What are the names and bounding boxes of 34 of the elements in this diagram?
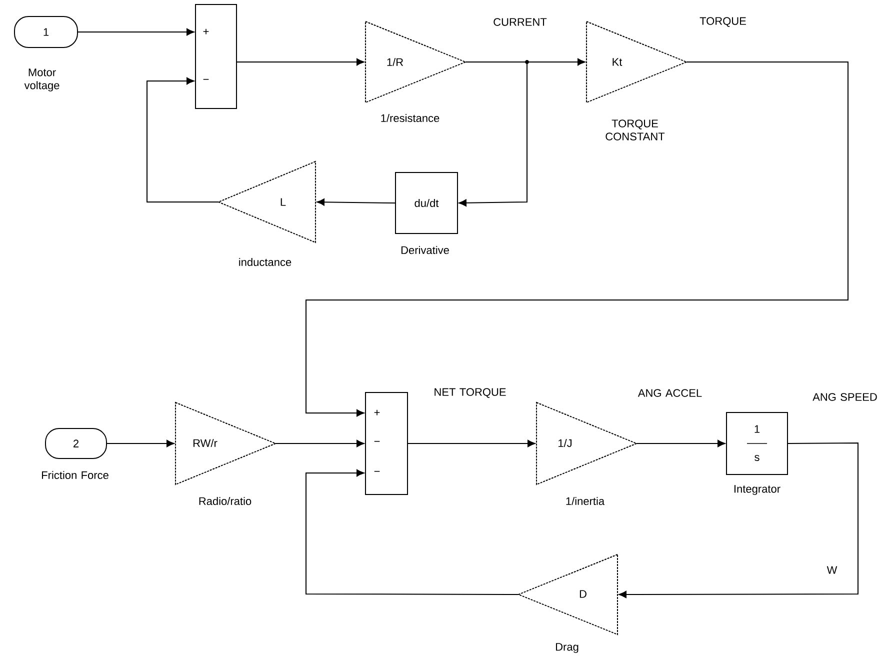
sum-block: + − − — [365, 392, 408, 495]
signal-line — [77, 28, 194, 36]
signal-label: W — [826, 566, 838, 574]
signal-label: ANG ACCEL — [638, 389, 702, 397]
block-label: Radio/ratio — [199, 496, 252, 506]
signal-line — [306, 62, 848, 417]
signal-label: NET TORQUE — [434, 388, 506, 398]
derivative-block: du/dt — [395, 172, 458, 234]
block-label: 1/resistance — [381, 114, 440, 122]
signal-label: ANG SPEED — [812, 393, 877, 401]
signal-line — [275, 440, 364, 448]
signal-line — [146, 77, 219, 202]
sum-block: + − — [195, 4, 237, 109]
signal-line — [407, 440, 536, 448]
integrator-block: 1 s — [726, 412, 788, 475]
signal-line — [636, 440, 726, 448]
signal-line — [306, 469, 519, 595]
inport-block: 1 — [14, 16, 78, 48]
signal-label: TORQUE — [700, 17, 746, 27]
block-label: inductance — [239, 258, 292, 266]
block-label: TORQUE CONSTANT — [606, 120, 665, 140]
block-label: 1/inertia — [566, 496, 605, 506]
block-label: Derivative — [401, 246, 449, 254]
signal-label: CURRENT — [494, 18, 547, 26]
block-label: Friction Force — [42, 470, 108, 480]
block-label: Drag — [556, 643, 578, 653]
block-label: Integrator — [734, 485, 780, 495]
inport-block: 2 — [45, 428, 107, 459]
signal-line — [236, 58, 364, 66]
signal-line — [618, 442, 858, 598]
block-label: Motor voltage — [24, 68, 60, 92]
signal-line — [106, 440, 174, 448]
signal-line — [458, 60, 529, 206]
signal-line — [316, 198, 396, 206]
